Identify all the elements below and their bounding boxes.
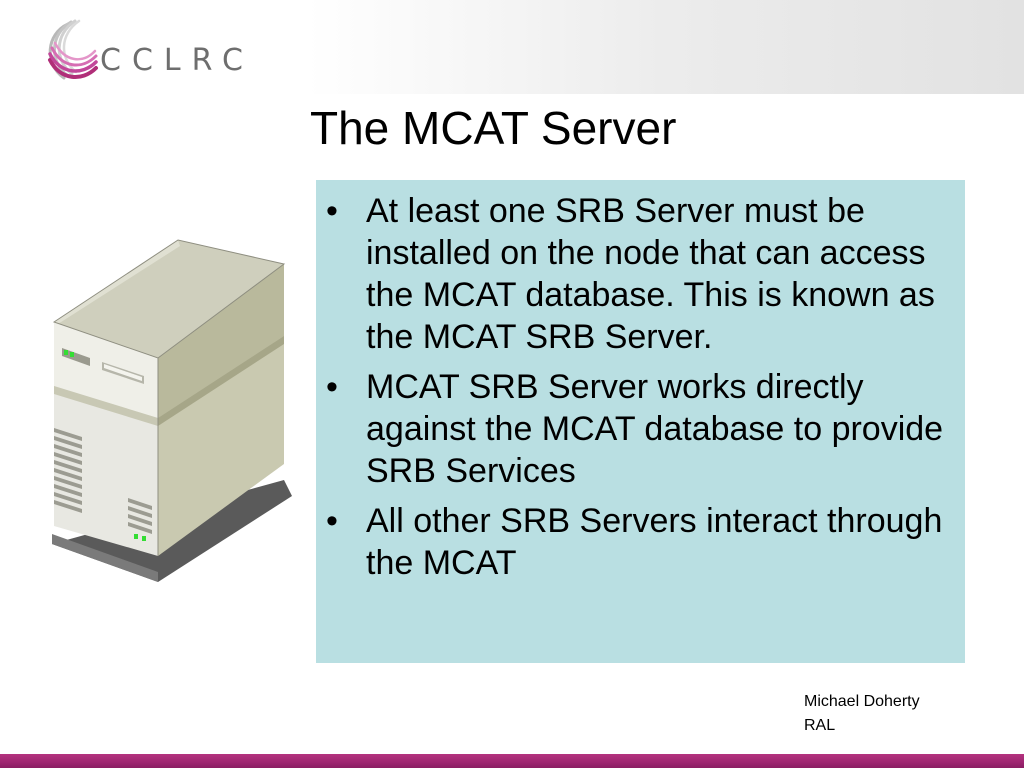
bullet-content-box: • At least one SRB Server must be instal… [316, 180, 965, 663]
header-band: CCLRC [0, 0, 1024, 94]
author-name: Michael Doherty [804, 693, 920, 710]
slide-title: The MCAT Server [310, 102, 677, 154]
cclrc-logo: CCLRC [38, 16, 248, 88]
footer-bar [0, 754, 1024, 768]
bullet-text: MCAT SRB Server works directly against t… [366, 368, 944, 490]
bullet-dot: • [326, 502, 338, 540]
bullet-dot: • [326, 192, 338, 230]
list-item: • MCAT SRB Server works directly against… [326, 366, 949, 492]
footer-author-block: Michael Doherty RAL [804, 690, 920, 738]
list-item: • All other SRB Servers interact through… [326, 500, 949, 584]
bullet-list: • At least one SRB Server must be instal… [326, 190, 949, 584]
logo-text: CCLRC [100, 43, 254, 78]
author-organisation: RAL [804, 717, 836, 734]
server-tower-icon [52, 239, 292, 582]
bullet-dot: • [326, 368, 338, 406]
cclrc-swirl-logo-icon [48, 19, 98, 80]
list-item: • At least one SRB Server must be instal… [326, 190, 949, 358]
bullet-text: All other SRB Servers interact through t… [366, 502, 943, 582]
bullet-text: At least one SRB Server must be installe… [366, 192, 935, 356]
